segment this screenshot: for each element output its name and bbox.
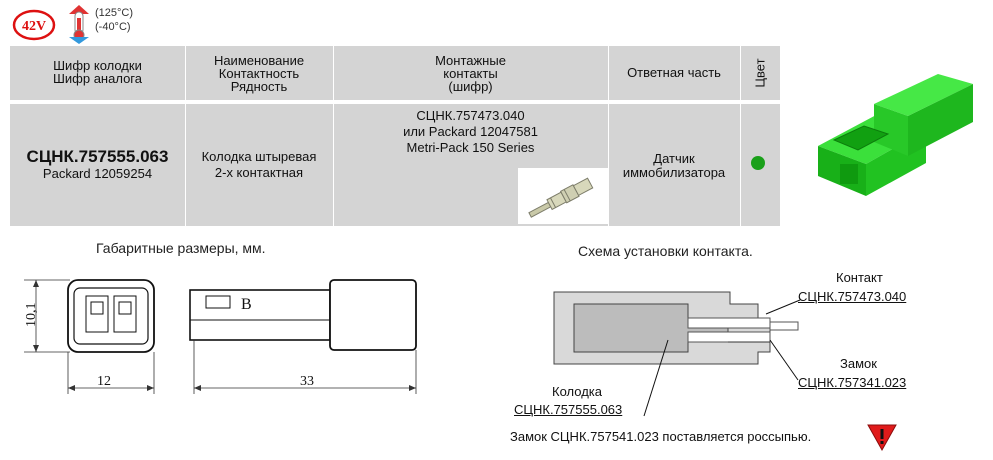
contacts-line2: или Packard 12047581 <box>403 124 538 139</box>
warning-icon <box>866 422 898 457</box>
header-contacts: Монтажные контакты (шифр) <box>333 54 608 93</box>
cell-mate: Датчик иммобилизатора <box>608 152 740 180</box>
name-line2: 2-х контактная <box>214 165 304 180</box>
connector-photo <box>808 68 978 223</box>
housing-code: СЦНК.757555.063 <box>514 402 623 417</box>
dimensions-title: Габаритные размеры, мм. <box>96 240 266 256</box>
dim-length: 33 <box>300 374 314 389</box>
header-code: Шифр колодки Шифр аналога <box>10 59 185 85</box>
header-name-line3: Рядность <box>230 79 288 94</box>
scheme-title: Схема установки контакта. <box>578 243 753 259</box>
header-contacts-line2: контакты <box>443 66 498 81</box>
contact-label: Контакт <box>836 270 883 285</box>
header-code-line1: Шифр колодки <box>53 58 142 73</box>
contacts-line1: СЦНК.757473.040 <box>416 108 525 123</box>
mate-line1: Датчик <box>653 151 695 166</box>
mate-line2: иммобилизатора <box>622 165 726 180</box>
connector-code: СЦНК.757555.063 <box>26 147 169 166</box>
lock-note: Замок СЦНК.757541.023 поставляется россы… <box>510 429 812 444</box>
lock-label: Замок <box>840 356 877 371</box>
contacts-line3: Metri-Pack 150 Series <box>406 140 535 155</box>
dimensions-drawing <box>22 268 452 408</box>
thermometer-icon <box>64 4 94 49</box>
header-name-line1: Наименование <box>213 53 305 68</box>
table-header: Шифр колодки Шифр аналога Наименование К… <box>10 46 780 100</box>
cell-contacts: СЦНК.757473.040 или Packard 12047581 Met… <box>333 108 608 156</box>
dim-mark: B <box>241 296 252 313</box>
contact-code: СЦНК.757473.040 <box>798 289 907 304</box>
header-mate: Ответная часть <box>627 65 721 80</box>
dim-height: 10,1 <box>24 302 39 328</box>
scheme-drawing <box>548 280 848 425</box>
voltage-badge-icon: 42V <box>12 8 56 42</box>
color-dot <box>751 156 765 170</box>
header-color: Цвет <box>740 46 780 100</box>
name-line1: Колодка штыревая <box>201 149 317 164</box>
header-name: Наименование Контактность Рядность <box>185 54 333 93</box>
voltage-text: 42V <box>22 19 46 34</box>
temp-min: (-40°C) <box>95 21 131 33</box>
header-name-line2: Контактность <box>218 66 300 81</box>
header-code-line2: Шифр аналога <box>52 71 142 86</box>
dim-width: 12 <box>97 374 111 389</box>
housing-label: Колодка <box>552 384 602 399</box>
analog-code: Packard 12059254 <box>42 166 153 181</box>
header-color-label: Цвет <box>752 58 768 88</box>
temperature-range: (125°C) (-40°C) <box>95 6 133 34</box>
table-row: СЦНК.757555.063 Packard 12059254 Колодка… <box>10 104 780 226</box>
temp-max: (125°C) <box>95 7 134 19</box>
header-contacts-line1: Монтажные <box>435 53 506 68</box>
cell-code: СЦНК.757555.063 Packard 12059254 <box>10 147 185 180</box>
header-contacts-line3: (шифр) <box>448 79 493 94</box>
terminal-image <box>518 168 608 224</box>
lock-code: СЦНК.757341.023 <box>798 375 907 390</box>
cell-name: Колодка штыревая 2-х контактная <box>185 149 333 181</box>
